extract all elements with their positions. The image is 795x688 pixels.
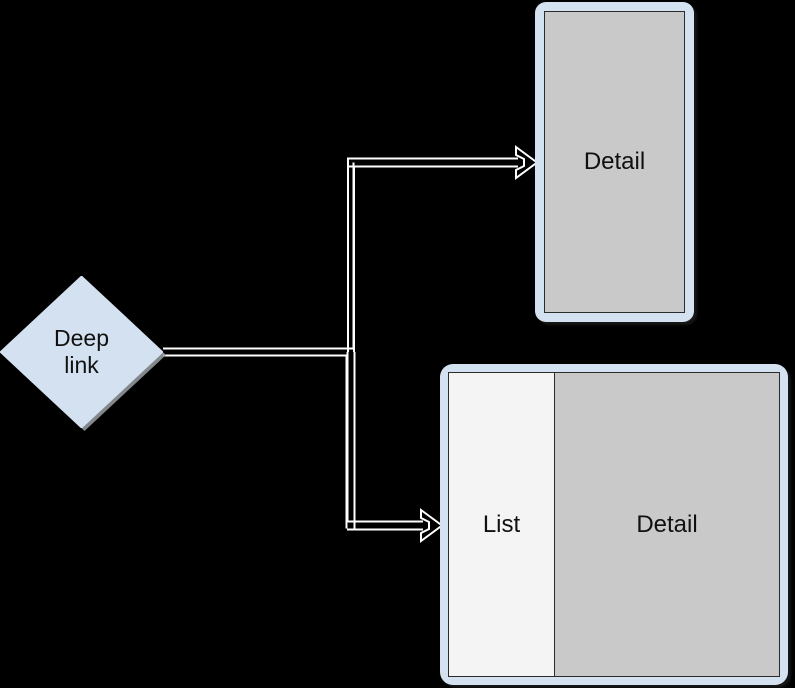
detail-pane-label: Detail — [583, 148, 646, 175]
detail-screen[interactable]: Detail — [535, 2, 694, 322]
connector-lower-elbow — [346, 352, 356, 530]
connector-upper-branch — [347, 157, 518, 168]
deep-link-diamond-shape — [0, 276, 163, 428]
list-detail-detail-pane[interactable]: Detail — [555, 373, 779, 676]
list-pane-label: List — [482, 510, 521, 538]
connector-lower-branch — [347, 520, 423, 531]
connector-trunk — [163, 162, 355, 529]
detail-pane[interactable]: Detail — [544, 11, 685, 313]
list-detail-detail-pane-label: Detail — [636, 510, 698, 538]
list-pane[interactable]: List — [449, 373, 555, 676]
arrowhead-to-list-detail-icon — [420, 508, 444, 543]
list-detail-split: List Detail — [448, 372, 780, 677]
deep-link-node[interactable]: Deep link — [0, 276, 166, 431]
list-detail-screen[interactable]: List Detail — [440, 364, 788, 685]
deep-link-label: Deep link — [54, 325, 109, 378]
arrowhead-to-detail-icon — [515, 145, 539, 180]
connector-upper-elbow — [347, 158, 355, 352]
